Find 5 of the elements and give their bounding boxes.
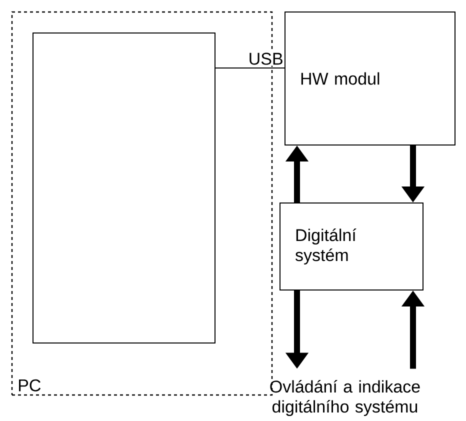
process-box: Digitální systém — [280, 202, 424, 290]
empty-box — [32, 32, 216, 344]
caption-text: Ovládání a indikace digitálního systému — [270, 380, 420, 416]
process-box: HW modul — [284, 12, 456, 146]
edge-label: USB — [250, 52, 282, 65]
